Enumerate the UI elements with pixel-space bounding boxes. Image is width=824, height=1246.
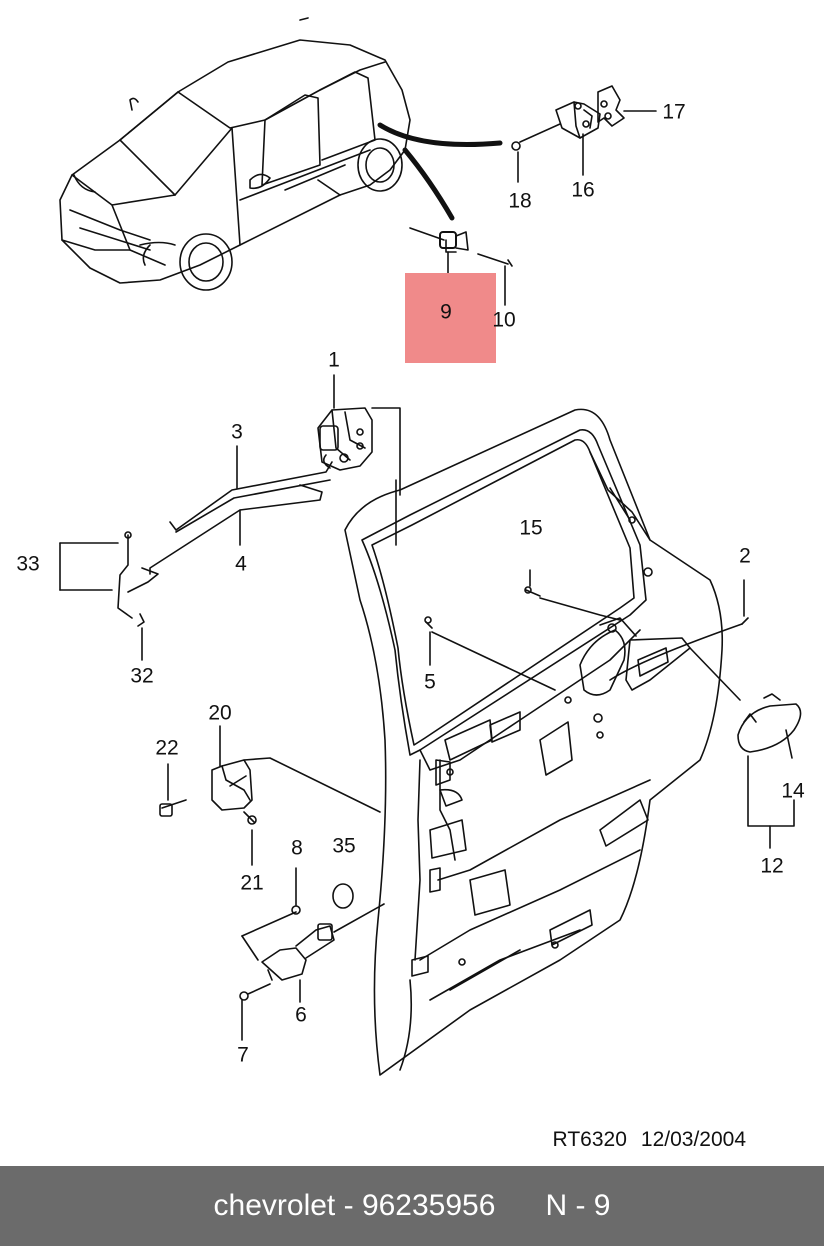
callout-12[interactable]: 12 xyxy=(760,854,784,878)
footer-separator: - xyxy=(335,1189,362,1222)
link-rod xyxy=(59,531,159,661)
reference-date: 12/03/2004 xyxy=(640,1128,746,1151)
callout-6[interactable]: 6 xyxy=(295,1003,307,1027)
callout-32[interactable]: 32 xyxy=(130,664,154,688)
hinge-assembly xyxy=(511,85,657,183)
parts-diagram xyxy=(59,17,802,1076)
callout-18[interactable]: 18 xyxy=(508,189,532,213)
callout-35[interactable]: 35 xyxy=(332,834,356,858)
footer-spacer xyxy=(495,1189,545,1223)
callout-22[interactable]: 22 xyxy=(155,736,179,760)
callout-10[interactable]: 10 xyxy=(492,308,516,332)
footer-part-number: 96235956 xyxy=(361,1189,496,1222)
callout-9[interactable]: 9 xyxy=(440,300,452,324)
reference-code: RT6320 xyxy=(552,1128,627,1151)
footer-bar: chevrolet - 96235956 N - 9 xyxy=(0,1166,824,1246)
footer-brand: chevrolet xyxy=(213,1189,336,1222)
door-lock-actuator xyxy=(317,374,401,496)
callout-14[interactable]: 14 xyxy=(781,779,805,803)
callout-7[interactable]: 7 xyxy=(237,1043,249,1067)
callout-16[interactable]: 16 xyxy=(571,178,595,202)
callout-4[interactable]: 4 xyxy=(235,552,247,576)
callout-17[interactable]: 17 xyxy=(662,100,686,124)
highlight-box xyxy=(405,273,496,363)
door-check xyxy=(239,867,385,1041)
callout-2[interactable]: 2 xyxy=(739,544,751,568)
callout-3[interactable]: 3 xyxy=(231,420,243,444)
callout-5[interactable]: 5 xyxy=(424,670,436,694)
callout-1[interactable]: 1 xyxy=(328,348,340,372)
car-illustration xyxy=(59,17,411,291)
callout-20[interactable]: 20 xyxy=(208,701,232,725)
diagram-reference: RT6320 12/03/2004 xyxy=(553,1128,746,1152)
callout-8[interactable]: 8 xyxy=(291,836,303,860)
callout-21[interactable]: 21 xyxy=(240,871,264,895)
callout-15[interactable]: 15 xyxy=(519,516,543,540)
lock-rods xyxy=(149,445,333,575)
footer-section: N - 9 xyxy=(545,1189,611,1222)
rear-door xyxy=(344,408,802,1076)
lower-hinge xyxy=(159,725,381,866)
callout-33[interactable]: 33 xyxy=(16,552,40,576)
